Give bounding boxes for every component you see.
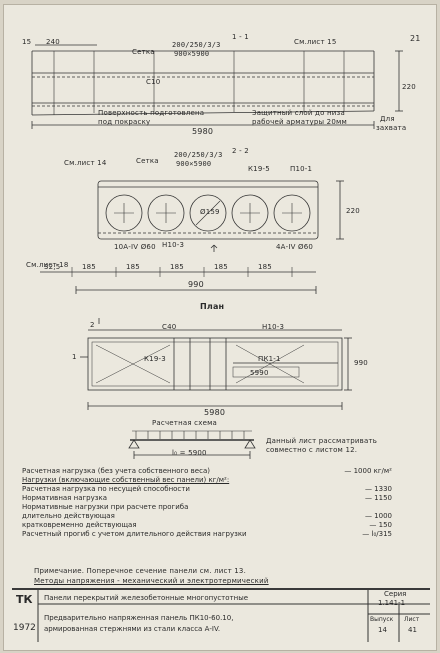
org-mark: ТК [16,593,33,606]
void-diameter: Ø159 [200,208,220,216]
design-load-label: Расчетная нагрузка (без учета собственно… [22,467,210,475]
surface-note-1: Поверхность подготовлена [98,109,205,117]
cover-note-1: Защитный слой до низа [252,109,345,117]
title-desc-1: Предварительно напряженная панель ПК10-6… [44,614,234,622]
plan-pk: ПК1-1 [258,355,281,363]
year: 1972 [13,623,36,633]
title-desc-2: армированная стержнями из стали класса А… [44,625,221,633]
design-load-value: — 1000 кг/м² [344,467,392,475]
drawing-sheet: 21 [3,4,437,651]
plan-width: 990 [354,359,368,367]
plan-title: План [200,302,225,311]
sheet-label: Лист [404,616,420,623]
c10-label: С10 [146,78,161,86]
cover-note-2: рабочей арматуры 20мм [252,118,347,126]
issue-label: Выпуск [370,616,394,623]
sheet-ref-18: См.лист 18 [26,261,69,269]
sheet-number-bottom: 41 [408,626,417,634]
design-load-row: Расчетная нагрузка (без учета собственно… [22,467,392,476]
note-methods: Методы напряжения - механический и элект… [34,577,269,585]
load-row-value: — 1150 [364,494,392,502]
note-section: Примечание. Поперечное сечение панели см… [34,567,246,575]
load-row: длительно действующая — 1000 [22,512,392,521]
title-header: Панели перекрытий железобетонные многопу… [44,594,249,602]
title-block-lines [37,590,430,642]
mesh-spec-2: 200/250/3/3 [174,151,223,159]
load-row-value: — 150 [369,521,392,529]
sheet-ref-14: См.лист 14 [64,159,107,167]
mesh-label: Сетка [132,48,155,56]
section-1-title: 1 - 1 [232,33,249,41]
scheme-span: l₀ = 5900 [172,449,207,457]
grip-note: Для [380,115,395,123]
load-row: кратковременно действующая — 150 [22,521,392,530]
mesh-spec: 200/250/3/3 [172,41,221,49]
p10-label: П10-1 [290,165,313,173]
load-row-value: — 1000 [364,512,392,520]
dim-240: 240 [46,38,60,46]
dim-32-5: 32,5 [44,263,61,271]
load-row-label: Нормативная нагрузка [22,494,107,502]
load-row: Нормативная нагрузка — 1150 [22,494,392,503]
dim-185-2: 185 [126,263,140,271]
bars-left: 10А-IV Ø60 [114,243,156,251]
mesh-size-2: 900×5900 [176,160,212,168]
dim-185-1: 185 [82,263,96,271]
dim-185-3: 185 [170,263,184,271]
load-row-label: длительно действующая [22,512,115,520]
title-block: ТК 1972 Панели перекрытий железобетонные… [12,588,430,644]
load-row-value: — 1330 [364,485,392,493]
height-220-top: 220 [402,83,416,91]
loads-heading: Нагрузки (включающие собственный вес пан… [22,476,230,484]
series-label: Серия [384,590,407,598]
loads-heading-row: Нагрузки (включающие собственный вес пан… [22,476,392,485]
load-row-label: кратковременно действующая [22,521,137,529]
length-5980-top: 5980 [192,127,214,136]
bars-right: 4А-IV Ø60 [276,243,314,251]
load-row-label: Расчетный прогиб с учетом длительного де… [22,530,247,538]
load-row-label: Расчетная нагрузка по несущей способност… [22,485,190,493]
load-row-value: — l₀/315 [362,530,392,538]
scheme-note-1: Данный лист рассматривать [266,437,378,445]
drawing-graphics [31,44,403,459]
series-number: 1.141-1 [378,599,406,607]
plan-mark-1: 1 [72,353,77,361]
h10-label: Н10-3 [162,241,185,249]
plan-length: 5980 [204,408,226,417]
load-row: Расчетный прогиб с учетом длительного де… [22,530,392,539]
surface-note-2: под покраску [98,118,151,126]
height-220-mid: 220 [346,207,360,215]
k19-label: К19-5 [248,165,270,173]
plan-inner: 5990 [250,369,269,377]
load-calculations: Расчетная нагрузка (без учета собственно… [22,467,392,539]
sheet-ref-15: См.лист 15 [294,38,337,46]
grip-note-2: захвата [376,124,407,132]
issue-number: 14 [378,626,387,634]
scheme-title: Расчетная схема [152,419,218,427]
total-990: 990 [188,280,204,289]
scheme-note-2: совместно с листом 12. [266,446,358,454]
section-2-title: 2 - 2 [232,147,249,155]
plan-mark-2: 2 [90,321,95,329]
load-row: Расчетная нагрузка по несущей способност… [22,485,392,494]
plan-c40: С40 [162,323,177,331]
plan-h10: Н10-3 [262,323,285,331]
sheet-number: 21 [410,34,421,43]
load-row: Нормативные нагрузки при расчете прогиба [22,503,392,512]
dim-185-4: 185 [214,263,228,271]
plan-k19: К19-3 [144,355,166,363]
dim-15: 15 [22,38,32,46]
load-row-label: Нормативные нагрузки при расчете прогиба [22,503,189,511]
mesh-size: 900×5900 [174,50,210,58]
mesh-label-2: Сетка [136,157,159,165]
dim-185-5: 185 [258,263,272,271]
